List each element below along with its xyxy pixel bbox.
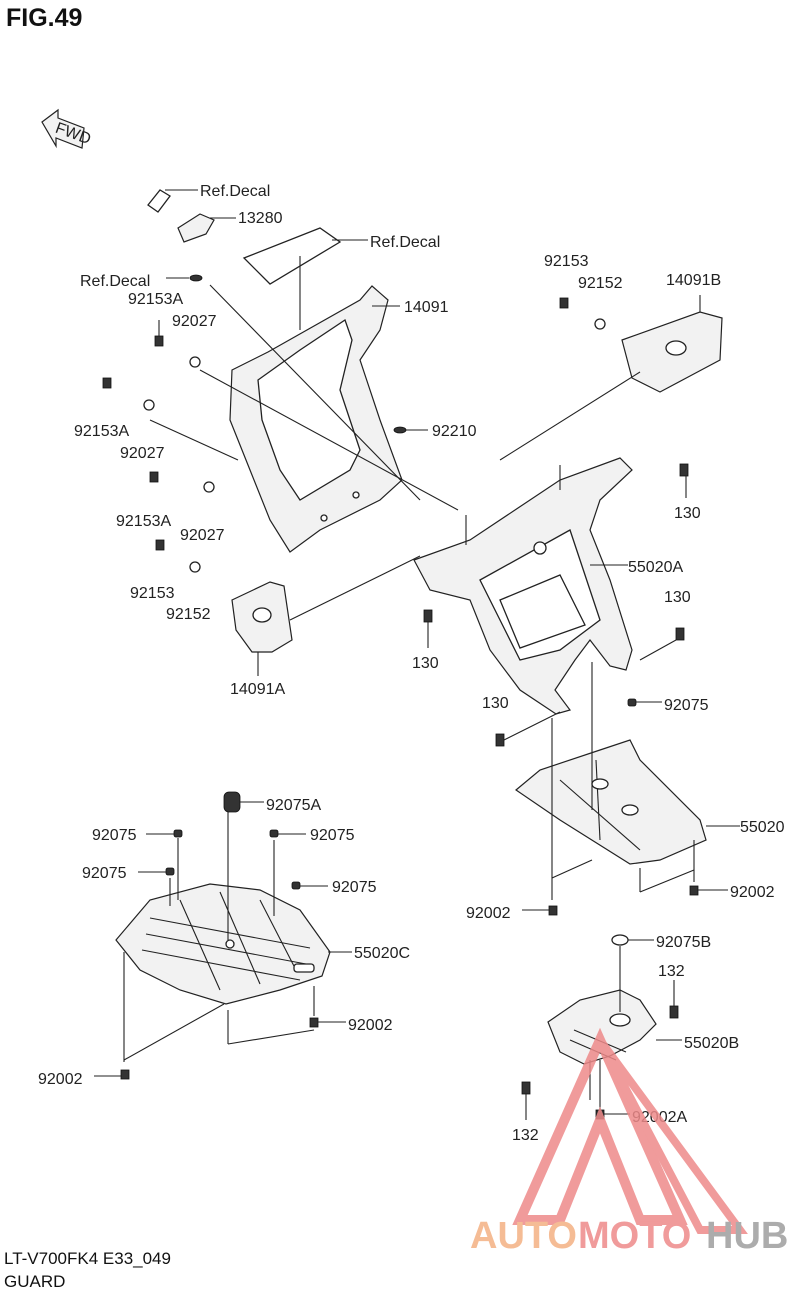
watermark-text-hub: HUB [706, 1215, 788, 1257]
washer-92152-top [594, 318, 606, 330]
callout-92153-left: 92153 [130, 585, 175, 602]
bolt-130-4 [495, 711, 561, 747]
callout-92153-top: 92153 [544, 253, 589, 270]
bolt-132-2 [521, 1081, 531, 1120]
small-clip [166, 274, 203, 282]
callout-14091b: 14091B [666, 272, 721, 289]
callout-55020c: 55020C [354, 945, 410, 962]
watermark-text-auto: AUTO [470, 1215, 577, 1257]
group-name: GUARD [4, 1272, 66, 1291]
callout-ref-decal-2: Ref.Decal [370, 234, 440, 251]
fwd-arrow-icon: FWD [41, 108, 93, 149]
callout-ref-decal-1: Ref.Decal [200, 183, 270, 200]
callout-92075-l4: 92075 [332, 879, 377, 896]
skid-plate-55020c [115, 812, 352, 1062]
callout-92210: 92210 [432, 423, 477, 440]
nut-92027-1 [189, 356, 201, 368]
bolt-92002-mid [522, 905, 558, 916]
callout-130-4: 130 [482, 695, 509, 712]
callout-92152-left: 92152 [166, 606, 211, 623]
bolt-130-2 [639, 627, 685, 661]
bolt-130-3 [423, 609, 433, 648]
callout-92075-right: 92075 [664, 697, 709, 714]
watermark-logo: AUTO MOTO HUB [470, 1027, 788, 1257]
nut-92075-l3 [138, 867, 175, 876]
callout-92002-r2: 92002 [348, 1017, 393, 1034]
nut-92075-right [627, 698, 662, 707]
callout-132-1: 132 [658, 963, 685, 980]
washer-92152-left [189, 561, 201, 573]
cover-14091a [231, 555, 421, 676]
callout-130-1: 130 [674, 505, 701, 522]
callout-92075a: 92075A [266, 797, 321, 814]
bolt-92002-r2 [309, 1017, 346, 1028]
callout-55020a: 55020A [628, 559, 683, 576]
watermark-text-moto: MOTO [578, 1215, 691, 1257]
callout-92075-l2: 92075 [310, 827, 355, 844]
bumper-92075b [611, 934, 654, 946]
callout-92002-mid: 92002 [466, 905, 511, 922]
bolt-92153-left [155, 539, 165, 551]
callout-14091: 14091 [404, 299, 449, 316]
skid-plate-55020b [547, 946, 682, 1110]
frame-55020a [413, 457, 633, 715]
callout-55020b: 55020B [684, 1035, 739, 1052]
bolt-92153a-1 [154, 320, 164, 347]
callout-130-3: 130 [412, 655, 439, 672]
callout-92152-top: 92152 [578, 275, 623, 292]
clip-92210 [393, 426, 428, 434]
callout-ref-decal-3: Ref.Decal [80, 273, 150, 290]
callout-92153a-1: 92153A [128, 291, 183, 308]
decal-13280 [177, 213, 236, 243]
callout-92153a-3: 92153A [116, 513, 171, 530]
nut-92075-l1 [146, 829, 183, 838]
nut-92075-l2 [269, 829, 306, 838]
callout-13280: 13280 [238, 210, 283, 227]
callout-92027-2: 92027 [120, 445, 165, 462]
bolt-92002-r1 [689, 885, 728, 896]
bumper-92075a [223, 791, 264, 813]
model-code: LT-V700FK4 E33_049 [4, 1249, 171, 1268]
bolt-92153a-3 [149, 471, 159, 483]
callout-14091a: 14091A [230, 681, 285, 698]
callout-92075-l1: 92075 [92, 827, 137, 844]
bolt-92153a-2 [102, 377, 112, 389]
callout-92002-r1: 92002 [730, 884, 775, 901]
cover-14091b [499, 295, 723, 461]
callout-132-2: 132 [512, 1127, 539, 1144]
callout-92027-3: 92027 [180, 527, 225, 544]
callout-92027-1: 92027 [172, 313, 217, 330]
nut-92075-l4 [291, 881, 328, 890]
bolt-92002-left [94, 1069, 130, 1080]
bolt-132-1 [669, 980, 679, 1019]
callout-92002-left: 92002 [38, 1071, 83, 1088]
callout-92075-l3: 92075 [82, 865, 127, 882]
ref-decal-large [242, 227, 368, 330]
callout-55020: 55020 [740, 819, 785, 836]
ref-decal-small [147, 189, 198, 213]
bracket-14091 [229, 285, 403, 553]
bolt-92153-top [559, 297, 569, 309]
callout-92153a-2: 92153A [74, 423, 129, 440]
bolt-130-1 [679, 463, 689, 498]
nut-92027-3 [203, 481, 215, 493]
callout-130-2: 130 [664, 589, 691, 606]
figure-title: FIG.49 [6, 4, 83, 32]
callout-92075b: 92075B [656, 934, 711, 951]
nut-92027-2 [143, 399, 155, 411]
skid-plate-55020 [515, 662, 740, 900]
